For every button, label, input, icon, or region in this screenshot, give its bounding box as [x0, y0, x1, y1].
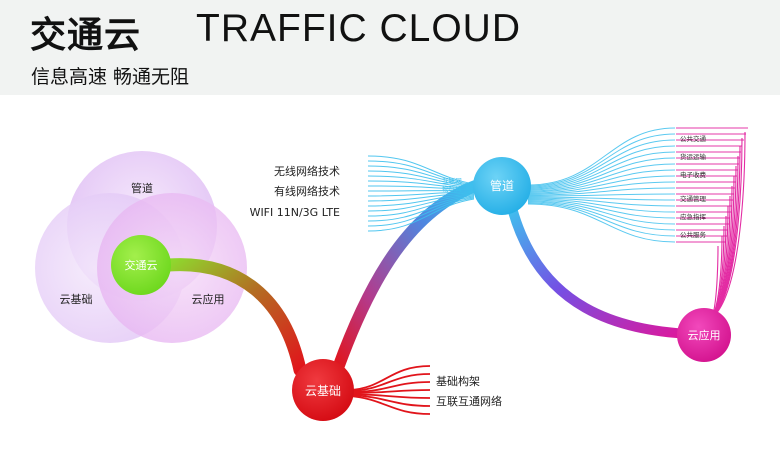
app-service-item: 公共服务 [680, 230, 707, 239]
venn-right-label: 云应用 [192, 292, 225, 306]
curve-pipe-to-app [507, 203, 695, 339]
pipe-input-item: 有线网络技术 [274, 184, 340, 198]
base-output-item: 基础构架 [436, 374, 480, 388]
pipe-node [473, 157, 531, 215]
app-node [677, 308, 731, 362]
curve-core-to-base [161, 258, 307, 377]
curve-base-to-pipe [332, 179, 484, 374]
app-service-item: 公共交通 [680, 134, 707, 143]
venn-left-label: 云基础 [60, 293, 93, 306]
pipe-tag: 互联网 [442, 176, 462, 185]
pipe-tag: 物联网 [442, 184, 462, 193]
core-node [111, 235, 171, 295]
title-english: TRAFFIC CLOUD [196, 7, 521, 50]
core-node-label: 交通云 [125, 258, 158, 272]
base-output-fan [349, 365, 431, 415]
pipe-input-item: 无线网络技术 [274, 164, 340, 178]
app-service-item: 电子收费 [680, 170, 707, 179]
pipe-input-fan [367, 155, 475, 232]
pipe-output-fan [527, 127, 676, 243]
base-output-item: 互联互通网络 [436, 394, 502, 408]
venn-top-label: 管道 [131, 181, 153, 195]
app-node-label: 云应用 [688, 328, 721, 342]
base-node-label: 云基础 [305, 384, 341, 398]
title-chinese: 交通云 [30, 15, 142, 56]
base-node [292, 359, 354, 421]
header-band: 交通云 TRAFFIC CLOUD 信息高速 畅通无阻 [0, 0, 780, 95]
app-service-item: 货运运输 [680, 152, 707, 161]
pipe-node-label: 管道 [490, 178, 514, 193]
app-service-item: 交通管理 [680, 194, 707, 203]
pipe-input-item: WIFI 11N/3G LTE [250, 206, 340, 219]
app-service-fan [711, 131, 746, 319]
app-service-item: 应急指挥 [680, 212, 707, 221]
subtitle: 信息高速 畅通无阻 [31, 66, 190, 88]
app-service-lines [676, 127, 748, 243]
